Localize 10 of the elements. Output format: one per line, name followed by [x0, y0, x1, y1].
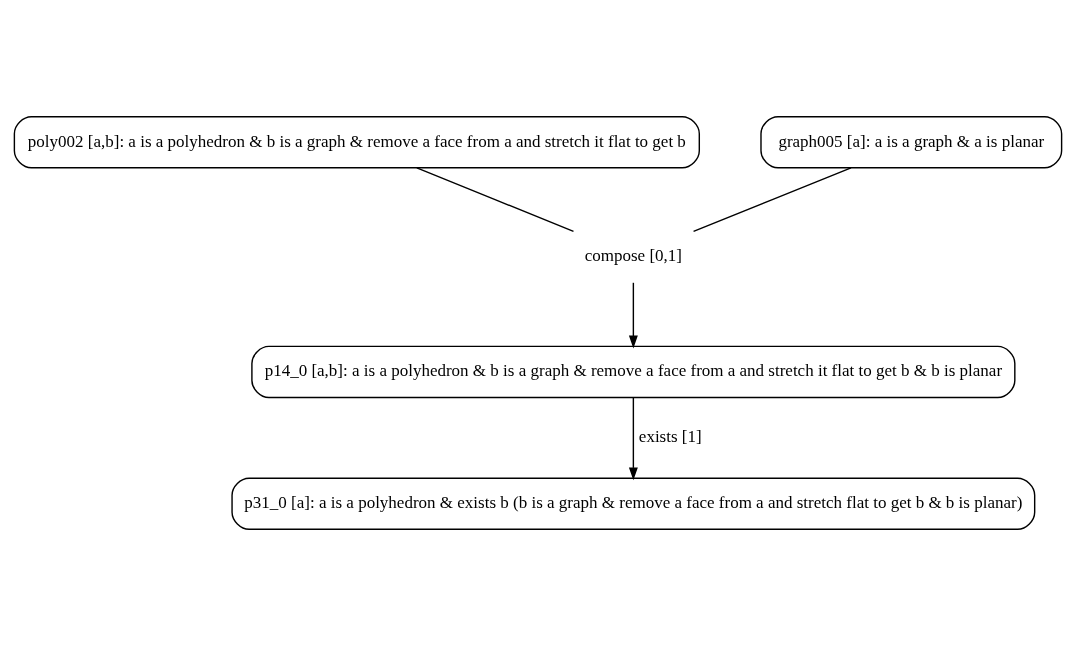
node-box: p14_0 [a,b]: a is a polyhedron & b is a graph & remove a face from a and stretch it flat to get b & b is planar	[251, 345, 1016, 399]
connector	[416, 167, 575, 233]
edge-label: exists [1]	[638, 427, 702, 447]
connector	[692, 167, 852, 233]
arrow	[628, 396, 638, 481]
node-box: poly002 [a,b]: a is a polyhedron & b is a graph & remove a face from a and stretch it flat to get b	[13, 115, 700, 169]
node-text: compose [0,1]	[584, 246, 682, 266]
node-box: graph005 [a]: a is a graph & a is planar	[760, 115, 1063, 169]
arrow	[628, 282, 638, 349]
node-box: p31_0 [a]: a is a polyhedron & exists b (b is a graph & remove a face from a and stretch flat to get b & b is planar)	[231, 477, 1036, 531]
